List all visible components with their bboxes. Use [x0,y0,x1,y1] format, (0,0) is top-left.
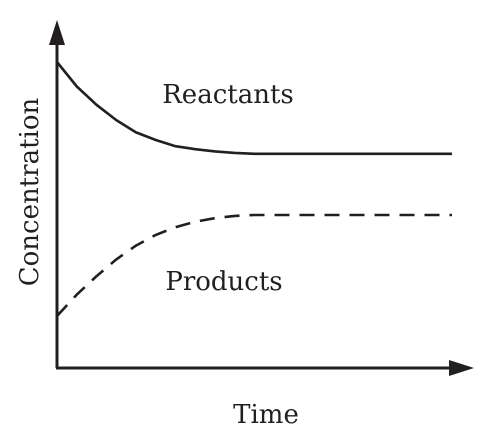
y-axis-arrow-icon [49,20,65,45]
x-axis-arrow-icon [449,360,474,376]
x-axis-label: Time [233,400,299,430]
series-layer [55,61,452,317]
products-line [56,213,452,317]
axes [49,20,474,376]
products-series-label: Products [165,267,282,297]
reactants-series-label: Reactants [162,80,294,110]
y-axis-label: Concentration [15,97,45,286]
reactants-line [55,61,452,156]
